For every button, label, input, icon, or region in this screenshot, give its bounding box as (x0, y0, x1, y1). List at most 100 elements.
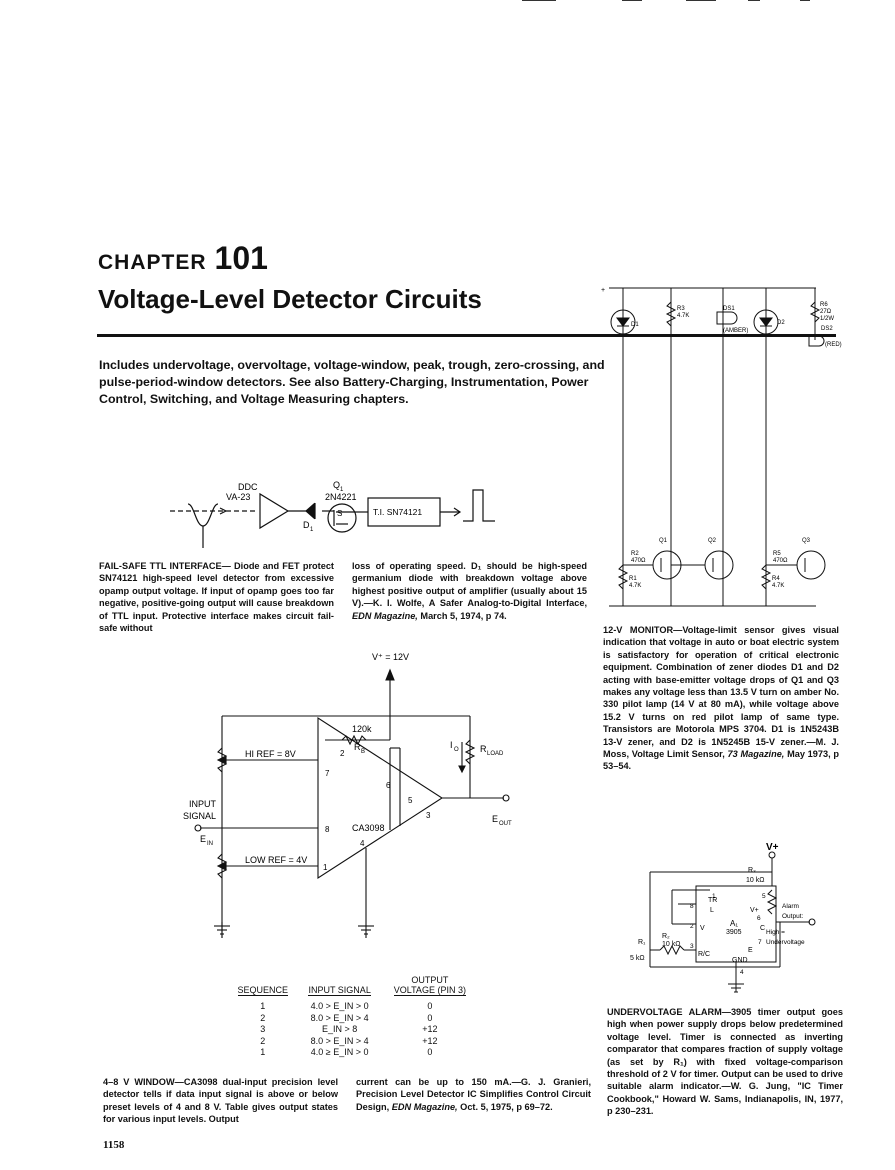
caption-12v-mag: 73 Magazine, (727, 749, 785, 760)
label-e: E (748, 947, 753, 954)
pin-6: 6 (386, 781, 391, 790)
label-s: S (337, 509, 342, 518)
label-r4: R4 (772, 576, 780, 582)
page-number: 1158 (103, 1139, 125, 1151)
label-ds1: DS1 (723, 306, 735, 312)
label-r3v: 4.7K (677, 313, 689, 319)
label-r1: R₁ (638, 939, 646, 946)
pin-7: 7 (758, 939, 762, 946)
caption-window-col2: current can be up to 150 mA.—G. J. Grani… (356, 1076, 591, 1113)
pin-8: 8 (325, 825, 330, 834)
pin-4: 4 (740, 969, 744, 976)
pin-7: 7 (325, 769, 330, 778)
figure-failsafe-schematic: DDC VA-23 Q 1 2N4221 D 1 S T.I. SN74121 (170, 480, 495, 548)
pin-3: 3 (426, 811, 431, 820)
label-rb-sub: B (361, 749, 365, 755)
caption-window-text2: current can be up to 150 mA.—G. J. Grani… (356, 1077, 591, 1112)
caption-failsafe-mag: EDN Magazine, (352, 610, 418, 621)
label-lowref: LOW REF = 4V (245, 855, 307, 865)
label-va23: VA-23 (226, 492, 250, 502)
label-r3: R3 (677, 306, 685, 312)
label-r6w: 1/2W (820, 316, 834, 322)
pin-2: 2 (340, 749, 345, 758)
label-q: Q (333, 480, 340, 490)
caption-window-text1: —CA3098 dual-input precision level detec… (103, 1077, 339, 1125)
label-io: I (450, 740, 453, 750)
label-r3: R₃ (748, 867, 756, 874)
pin-2: 2 (690, 923, 694, 930)
label-3905: 3905 (726, 929, 742, 936)
label-undervoltage: Undervoltage (766, 939, 805, 946)
figure-undervoltage-schematic: V+ R₃ 10 kΩ TR L V+ A₁ 3905 C V 1 8 5 2 … (630, 842, 816, 993)
label-r1v: 5 kΩ (630, 955, 645, 962)
label-vplus: V+ (766, 842, 779, 853)
caption-undervoltage: UNDERVOLTAGE ALARM—3905 timer output goe… (607, 1006, 843, 1118)
label-vp: V+ (750, 907, 759, 914)
label-r1: R1 (629, 576, 637, 582)
caption-window-end: Oct. 5, 1975, p 69–72. (460, 1101, 553, 1112)
label-gnd: GND (732, 957, 748, 964)
pin-5: 5 (408, 796, 413, 805)
pin-1: 1 (712, 893, 716, 900)
pin-8: 8 (690, 903, 694, 910)
label-r1v: 4.7K (629, 583, 641, 589)
caption-undervoltage-body: —3905 timer output goes high when power … (607, 1007, 843, 1117)
label-r6v: 27Ω (820, 309, 832, 315)
caption-failsafe-col2: loss of operating speed. D₁ should be hi… (352, 560, 587, 622)
label-rload: R (480, 744, 487, 754)
chapter-title: Voltage-Level Detector Circuits (98, 284, 482, 314)
th-sequence: SEQUENCE (237, 985, 289, 996)
window-truth-table: OUTPUT SEQUENCE INPUT SIGNAL VOLTAGE (PI… (228, 975, 478, 1059)
label-r4v: 4.7K (772, 583, 784, 589)
label-ein: E (200, 834, 206, 844)
label-eout-sub: OUT (499, 821, 512, 827)
th-output-voltage: VOLTAGE (PIN 3) (393, 985, 466, 996)
label-vplus: V⁺ = 12V (372, 652, 409, 662)
label-output: Output: (782, 913, 804, 920)
pin-6: 6 (757, 915, 761, 922)
label-c: C (760, 925, 765, 932)
label-r2: R₂ (662, 933, 670, 940)
pin-3: 3 (690, 943, 694, 950)
label-sn74121: T.I. SN74121 (373, 507, 422, 517)
label-r5v: 470Ω (773, 558, 788, 564)
caption-12v-monitor: 12-V MONITOR—Voltage-limit sensor gives … (603, 624, 839, 773)
chapter-word: CHAPTER (98, 251, 207, 274)
label-d-sub: 1 (310, 527, 314, 533)
label-v: V (700, 925, 705, 932)
label-high: High = (766, 929, 785, 936)
label-rc: R/C (698, 951, 710, 958)
svg-text:+: + (601, 287, 605, 294)
label-signal: SIGNAL (183, 811, 216, 821)
label-rload-sub: LOAD (487, 751, 504, 757)
caption-failsafe-head: FAIL-SAFE TTL INTERFACE (99, 561, 222, 571)
label-d1: D1 (631, 322, 639, 328)
label-hiref: HI REF = 8V (245, 749, 296, 759)
label-q-sub: 1 (340, 487, 344, 493)
top-rule-mark (622, 0, 642, 1)
caption-undervoltage-head: UNDERVOLTAGE ALARM (607, 1007, 722, 1017)
label-d: D (303, 520, 310, 530)
label-red: (RED) (825, 342, 842, 348)
label-r3v: 10 kΩ (746, 877, 764, 884)
label-2n4221: 2N4221 (325, 492, 357, 502)
label-ddc: DDC (238, 482, 258, 492)
label-120k: 120k (352, 724, 372, 734)
caption-12v-head: 12-V MONITOR (603, 625, 674, 635)
caption-failsafe-text2: loss of operating speed. D₁ should be hi… (352, 561, 587, 609)
pin-4: 4 (360, 839, 365, 848)
label-q2: Q2 (708, 538, 717, 544)
label-ca3098: CA3098 (352, 823, 385, 833)
label-tr: TR (708, 897, 717, 904)
top-rule-mark (800, 0, 810, 1)
label-alarm: Alarm (782, 903, 799, 910)
figure-window-detector-schematic: V⁺ = 12V 120k R B HI REF = 8V INPUT SIGN… (183, 652, 512, 938)
label-a1: A₁ (730, 919, 738, 928)
caption-failsafe-col1: FAIL-SAFE TTL INTERFACE— Diode and FET p… (99, 560, 334, 634)
figure-12v-monitor-schematic: + D1 R3 4.7K DS1 (AMBER) D2 R6 27Ω 1/2W … (601, 287, 842, 607)
label-amber: (AMBER) (723, 328, 748, 334)
